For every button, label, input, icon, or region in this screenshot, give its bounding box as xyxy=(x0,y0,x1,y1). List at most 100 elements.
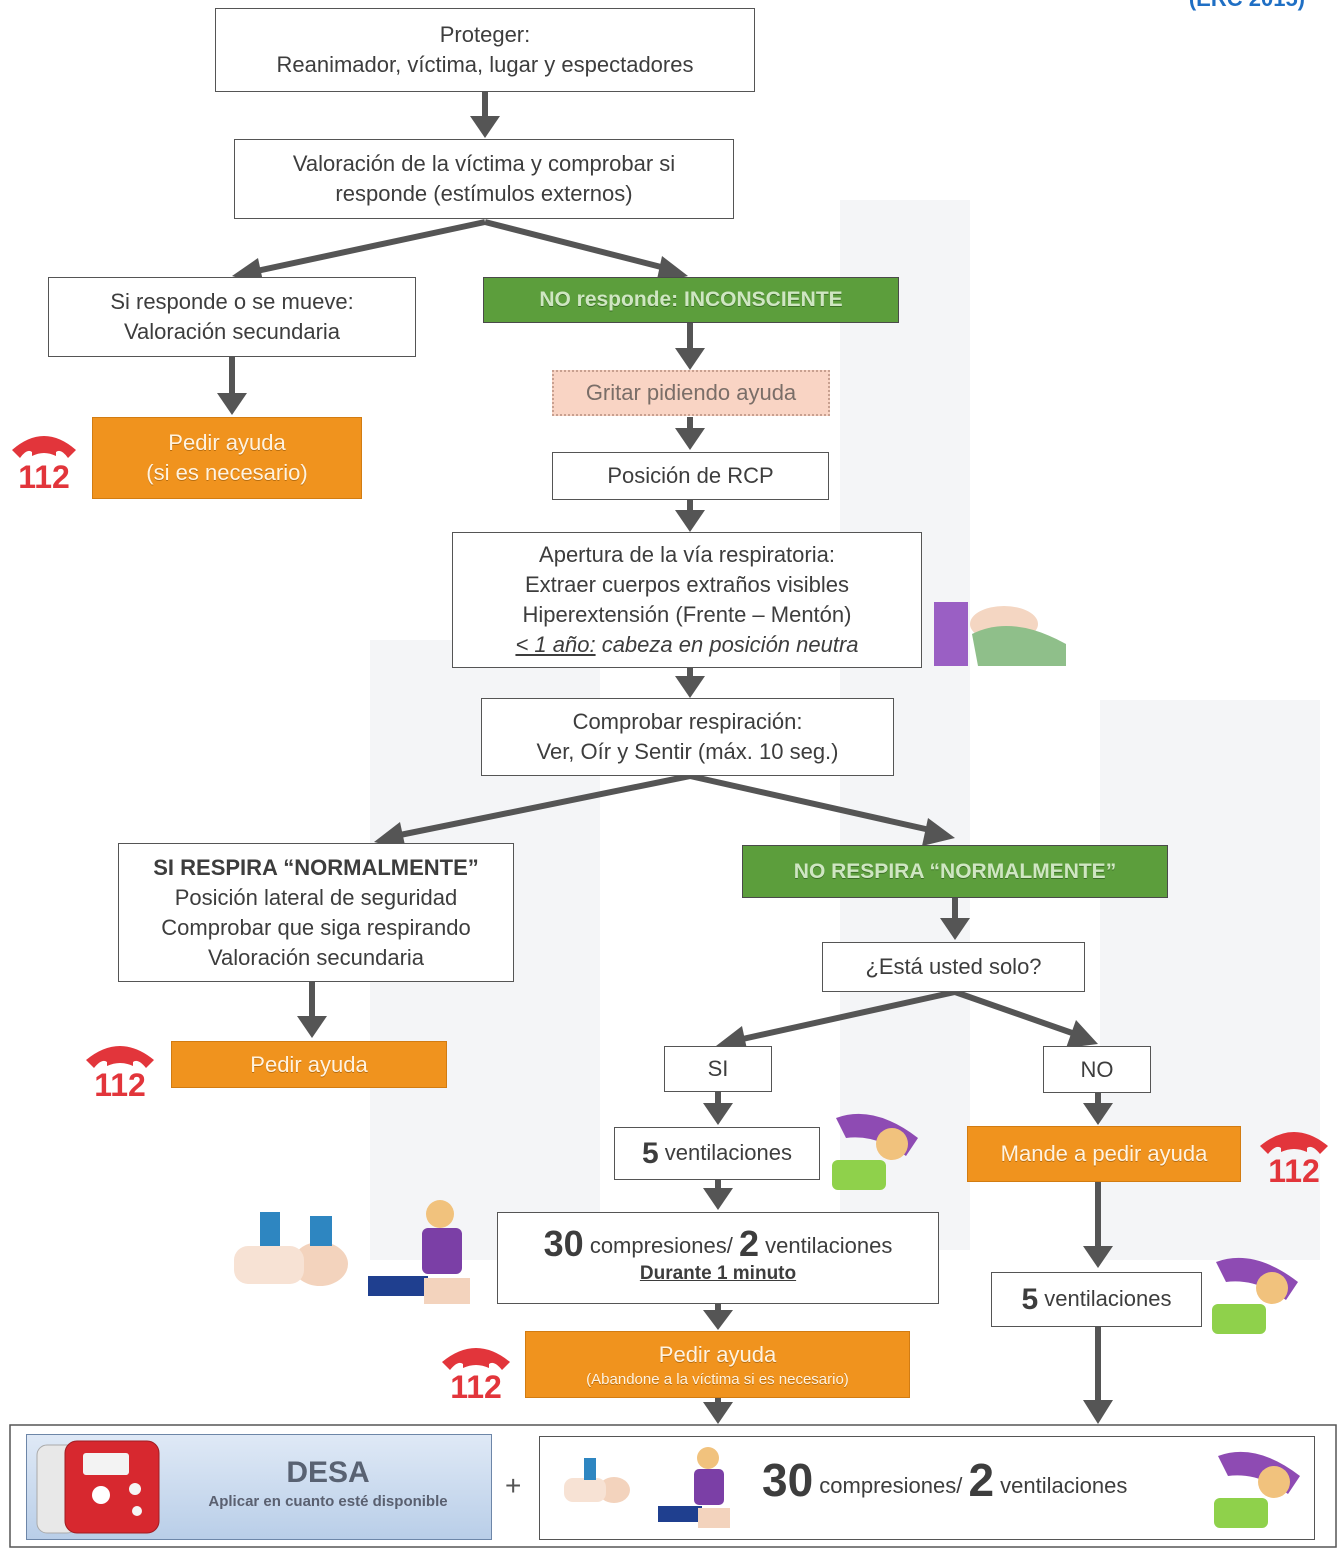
help-left-line2: (si es necesario) xyxy=(146,460,308,485)
final-text1: compresiones/ xyxy=(813,1473,969,1498)
cycle-sub: Durante 1 minuto xyxy=(639,1263,797,1284)
arrowhead xyxy=(297,1016,327,1038)
desa-sub: Aplicar en cuanto esté disponible xyxy=(208,1493,448,1510)
assess-box: Valoración de la víctima y comprobar si … xyxy=(234,139,734,219)
not-breathing-box: NO RESPIRA “NORMALMENTE” xyxy=(742,845,1168,898)
final-num1: 30 xyxy=(762,1454,814,1506)
final-frame xyxy=(9,1424,1337,1548)
vent5-left-num: 5 xyxy=(642,1137,659,1170)
arrowhead xyxy=(922,818,955,846)
arrowhead xyxy=(470,116,500,138)
shout-label: Gritar pidiendo ayuda xyxy=(585,380,797,405)
arrowhead xyxy=(703,1310,733,1330)
arrowhead xyxy=(1083,1103,1113,1125)
responds-line2: Valoración secundaria xyxy=(123,319,341,344)
arrowhead xyxy=(675,510,705,532)
vent5-right-label: ventilaciones xyxy=(1038,1286,1172,1311)
cycle-text1: compresiones/ xyxy=(583,1233,739,1258)
yes-label: SI xyxy=(707,1056,729,1081)
breathing-box: Comprobar respiración: Ver, Oír y Sentir… xyxy=(481,698,894,776)
infant-ventilation-illustration xyxy=(832,1113,918,1190)
vent5-right-box: 5 ventilaciones xyxy=(991,1272,1202,1327)
cpr-position-label: Posición de RCP xyxy=(607,463,774,488)
phone-number: 112 xyxy=(1268,1153,1320,1186)
arrow xyxy=(954,989,1076,1037)
cycle-text2: ventilaciones xyxy=(759,1233,893,1258)
help-left-line1: Pedir ayuda xyxy=(168,430,286,455)
protect-line2: Reanimador, víctima, lugar y espectadore… xyxy=(276,52,694,77)
airway-line1: Apertura de la vía respiratoria: xyxy=(539,542,835,567)
yes-box: SI xyxy=(664,1046,772,1092)
arrowhead xyxy=(703,1103,733,1125)
arrow xyxy=(251,219,486,275)
cycle-num1: 30 xyxy=(543,1223,584,1264)
airway-line2: Extraer cuerpos extraños visibles xyxy=(524,572,850,597)
cycle-num2: 2 xyxy=(739,1223,760,1264)
final-line: 30 compresiones/ 2 ventilaciones xyxy=(762,1457,1128,1503)
arrow xyxy=(737,989,956,1043)
help-abandon-line1: Pedir ayuda xyxy=(658,1341,777,1367)
airway-box: Apertura de la vía respiratoria: Extraer… xyxy=(452,532,922,668)
arrowhead xyxy=(675,676,705,698)
desa-title: DESA xyxy=(286,1456,370,1489)
vent5-right-text: 5 ventilaciones xyxy=(1022,1284,1172,1315)
airway-line4-age: < 1 año: xyxy=(515,632,596,657)
breathes-line2: Posición lateral de seguridad xyxy=(174,884,458,910)
emergency-phone-icon: 112 xyxy=(1260,1132,1328,1186)
final-box: 30 compresiones/ 2 ventilaciones xyxy=(539,1436,1315,1540)
arrowhead xyxy=(675,348,705,370)
breathes-box: SI RESPIRA “NORMALMENTE” Posición latera… xyxy=(118,843,514,982)
help-left-box: Pedir ayuda (si es necesario) xyxy=(92,417,362,499)
emergency-phone-icon: 112 xyxy=(442,1348,510,1402)
send-help-box: Mande a pedir ayuda xyxy=(967,1126,1241,1182)
alone-label: ¿Está usted solo? xyxy=(865,954,1042,979)
help-mid-label: Pedir ayuda xyxy=(250,1051,368,1077)
phone-number: 112 xyxy=(94,1067,146,1100)
infant-compression-illustration xyxy=(234,1212,348,1286)
arrowhead xyxy=(1083,1246,1113,1268)
breathes-line1: SI RESPIRA “NORMALMENTE” xyxy=(153,854,479,880)
breathes-line4: Valoración secundaria xyxy=(207,944,425,970)
cycle-box: 30 compresiones/ 2 ventilaciones Durante… xyxy=(497,1212,939,1304)
infant-compression-illustration xyxy=(564,1458,630,1503)
phone-number: 112 xyxy=(450,1369,502,1402)
plus-sign: + xyxy=(505,1470,522,1501)
airway-line4-rest: cabeza en posición neutra xyxy=(595,632,859,657)
arrow xyxy=(484,219,666,271)
arrow xyxy=(689,773,931,833)
final-text2: ventilaciones xyxy=(994,1473,1128,1498)
head-tilt-illustration xyxy=(934,602,1066,666)
no-box: NO xyxy=(1043,1046,1151,1093)
not-breathing-label: NO RESPIRA “NORMALMENTE” xyxy=(793,859,1117,883)
help-mid-box: Pedir ayuda xyxy=(171,1041,447,1088)
unconscious-label: NO responde: INCONSCIENTE xyxy=(539,288,843,311)
protect-box: Proteger: Reanimador, víctima, lugar y e… xyxy=(215,8,755,92)
no-label: NO xyxy=(1080,1056,1114,1082)
cpr-rescuer-illustration xyxy=(368,1200,470,1304)
arrowhead xyxy=(217,393,247,415)
responds-line1: Si responde o se mueve: xyxy=(110,289,354,314)
airway-line4: < 1 año: cabeza en posición neutra xyxy=(515,630,858,660)
desa-box: DESA Aplicar en cuanto esté disponible xyxy=(26,1434,492,1540)
arrowhead xyxy=(703,1188,733,1210)
airway-line3: Hiperextensión (Frente – Mentón) xyxy=(522,602,852,627)
guideline-reference: (ERC 2015) xyxy=(1189,0,1305,12)
send-help-label: Mande a pedir ayuda xyxy=(1000,1141,1208,1166)
cpr-rescuer-illustration xyxy=(658,1447,730,1528)
arrowhead xyxy=(1066,1020,1098,1048)
emergency-phone-icon: 112 xyxy=(86,1046,154,1100)
alone-box: ¿Está usted solo? xyxy=(822,942,1085,992)
responds-box: Si responde o se mueve: Valoración secun… xyxy=(48,277,416,357)
final-num2: 2 xyxy=(968,1454,995,1506)
arrow xyxy=(394,773,691,839)
arrowhead xyxy=(703,1402,733,1424)
emergency-phone-icon: 112 xyxy=(12,436,76,492)
assess-line2: responde (estímulos externos) xyxy=(335,181,633,206)
breathing-line2: Ver, Oír y Sentir (máx. 10 seg.) xyxy=(536,739,839,764)
protect-line1: Proteger: xyxy=(439,22,531,47)
assess-line1: Valoración de la víctima y comprobar si xyxy=(292,151,676,176)
phone-number: 112 xyxy=(18,459,70,492)
vent5-left-box: 5 ventilaciones xyxy=(614,1127,820,1180)
arrowhead xyxy=(940,918,970,940)
